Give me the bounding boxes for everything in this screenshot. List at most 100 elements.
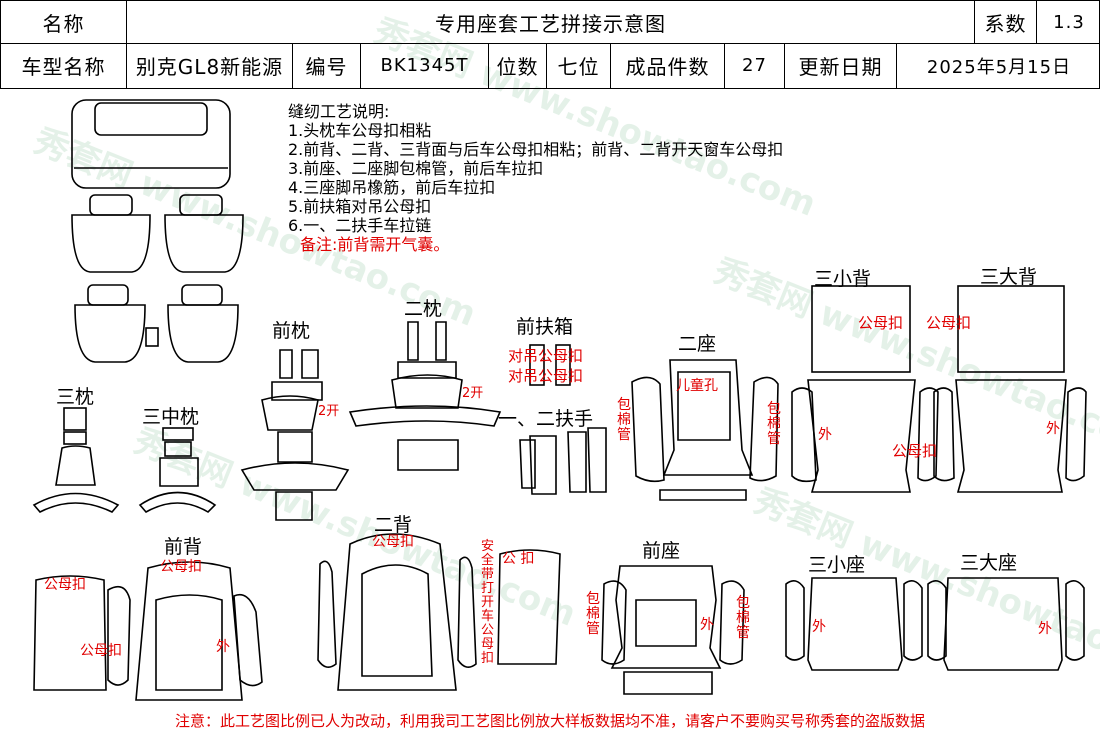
front-seat-parts [601,565,745,695]
footer-notice: 注意：此工艺图比例已人为改动，利用我司工艺图比例放大样板数据均不准，请客户不要购… [174,712,925,730]
third-mid-headrest-piece [162,427,194,441]
third-mid-headrest-parts [138,427,217,514]
label-front-headrest: 前枕 [272,320,311,342]
front-headrest-parts [240,349,350,521]
annotation-belt: 安全带打开车公母扣 [481,539,495,666]
notes-item: 5.前扶箱对吊公母扣 [288,197,432,216]
third-small-seat-parts [785,577,923,671]
label-second-back: 二背 [374,514,413,536]
armrest-piece [529,435,557,495]
front-headrest-piece [240,462,350,491]
notes-item: 3.前座、二座脚包棉管，前后车拉扣 [288,159,544,178]
code-label: 编号 [293,43,361,88]
third-small-seat-side [903,580,923,661]
label-second-headrest: 二枕 [404,298,443,320]
pieces-label: 成品件数 [611,43,725,88]
pieces-value: 27 [725,43,785,88]
date-label: 更新日期 [785,43,897,88]
label-front-back: 前背 [164,536,203,558]
front-back-side [107,585,131,686]
second-headrest-parts [348,321,502,471]
label-front-seat: 前座 [642,540,681,562]
annotation-open2: 2开 [318,404,340,419]
seats-value: 七位 [547,43,611,88]
rear-bench-outline [71,99,231,189]
front-back-rear-panel [33,575,107,691]
mid-seat-left [71,214,151,273]
third-headrest-piece [63,407,87,431]
front-headrest-piece [279,349,319,379]
label-third-mid-headrest: 三中枕 [142,406,200,428]
notes-remark: 备注:前背需开气囊。 [300,235,450,254]
annotation-outer: 外 [812,619,826,635]
model-value: 别克GL8新能源 [127,43,293,88]
front-headrest-right [181,284,223,306]
label-armrest: 一、二扶手 [498,408,594,430]
front-headrest-piece [271,381,323,401]
annotation-gmk: 公母扣 [892,442,938,460]
notes-item: 1.头枕车公母扣相粘 [288,121,432,140]
second-seat-parts [631,359,779,501]
front-armbox-parts [529,344,571,386]
annotation-wrap-tube: 包棉管 [736,595,750,641]
second-headrest-piece [397,439,459,471]
annotation-pair-gmk: 对吊公母扣 [508,347,584,365]
third-mid-headrest-piece [138,491,217,514]
armrest-piece [587,427,607,493]
third-mid-headrest-piece [164,441,192,457]
second-seat-panel [677,371,731,441]
front-headrest-piece [261,395,319,431]
annotation-pair-gmk: 对吊公母扣 [508,367,584,385]
annotation-gmk: 公母扣 [858,314,904,332]
front-seat-panel [635,599,697,647]
header-row-1: 名称 专用座套工艺拼接示意图 系数 1.3 [0,0,1100,44]
sewing-notes: 缝纫工艺说明: 1.头枕车公母扣相粘 2.前背、二背、三背面与后车公母扣相粘；前… [288,102,783,254]
front-seat-right [167,304,239,363]
third-big-seat-parts [927,577,1085,671]
third-big-seat-cushion [943,577,1063,671]
header-row-2: 车型名称 别克GL8新能源 编号 BK1345T 位数 七位 成品件数 27 更… [0,43,1100,89]
third-big-back-lower [955,379,1067,493]
armrest-piece [567,431,587,493]
third-headrest-piece [32,492,120,514]
annotation-gmk-short: 公 扣 [502,551,535,567]
annotation-outer: 外 [818,427,832,443]
annotation-outer: 外 [700,617,714,633]
third-small-seat-side [785,580,805,661]
second-headrest-piece [348,405,502,427]
label-second-seat: 二座 [678,333,717,355]
coef-value: 1.3 [1053,11,1085,33]
front-back-parts [33,561,263,701]
annotation-gmk: 公母扣 [160,559,202,575]
code-value: BK1345T [361,43,489,88]
name-label: 名称 [1,1,127,43]
front-seat-left [74,304,146,363]
label-third-big-back: 三大背 [980,266,1038,288]
annotation-wrap-tube: 包棉管 [617,397,631,443]
front-headrest-left [87,284,129,306]
front-headrest-piece [275,491,313,521]
second-back-front-outer [337,533,457,691]
third-mid-headrest-piece [159,457,199,487]
annotation-gmk: 公母扣 [372,534,414,550]
third-big-back-panel [957,285,1065,373]
label-third-big-seat: 三大座 [960,552,1018,574]
second-seat-side [631,376,665,483]
notes-title: 缝纫工艺说明: [288,102,390,121]
third-small-back-parts [791,285,939,493]
third-headrest-piece [63,431,87,445]
second-back-rear-panel [497,549,561,665]
second-seat-strip [659,489,747,501]
annotation-child-hole: 儿童孔 [676,378,718,394]
third-big-back-parts [933,285,1087,493]
label-front-armbox: 前扶箱 [516,316,574,338]
third-small-back-side [917,387,939,482]
third-big-back-side [1065,387,1087,482]
third-small-seat-cushion [807,577,903,671]
label-third-small-back: 三小背 [814,268,872,290]
third-headrest-piece [55,445,96,486]
annotation-gmk: 公母扣 [80,643,122,659]
second-headrest-piece [391,374,463,409]
mid-headrest-right [179,194,223,216]
